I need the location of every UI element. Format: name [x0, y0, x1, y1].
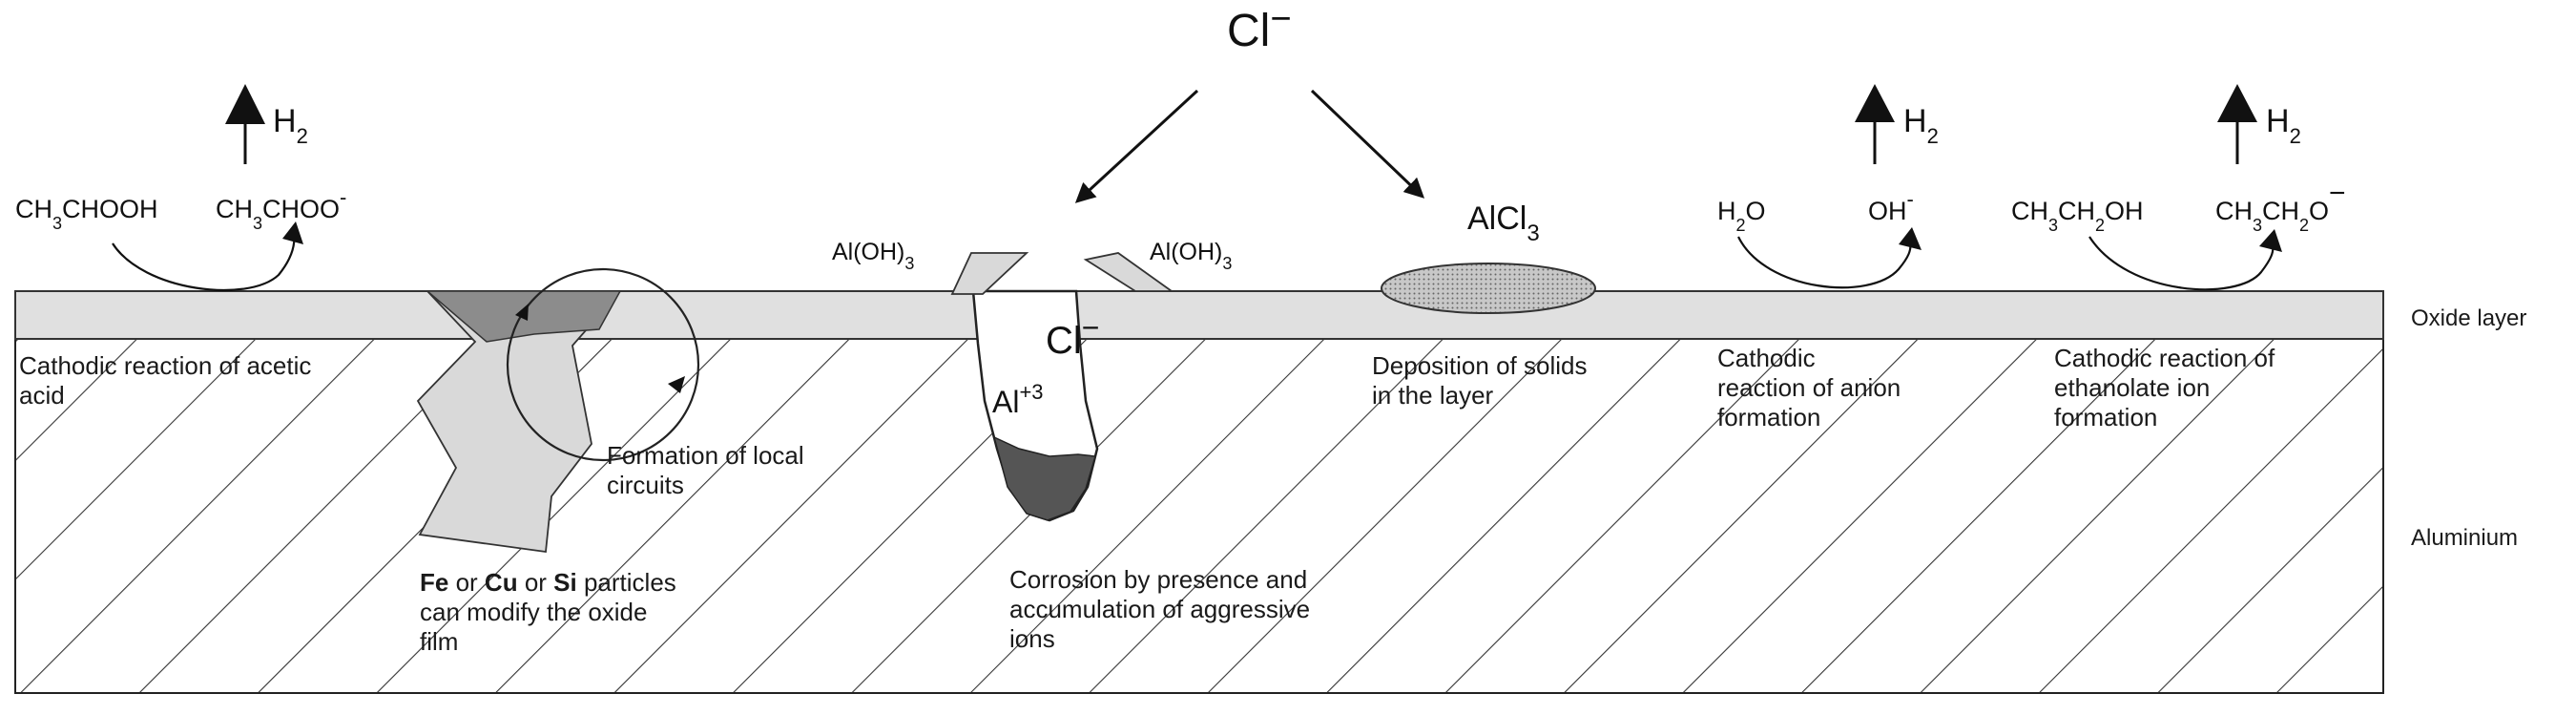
acetate-formula: CH3CHOO-: [216, 185, 346, 233]
alcl3-deposit: [1381, 263, 1596, 314]
pit-corrosion-product: [992, 435, 1096, 521]
local-circuit-circle: [506, 267, 700, 462]
annotation-anion: Cathodic reaction of anion formation: [1717, 344, 1901, 431]
element-cu: Cu: [484, 568, 518, 597]
reaction-arrow-ethanol-head: [2259, 229, 2282, 252]
aluminium-substrate: [14, 337, 2384, 694]
aloh3-left-flake: [950, 252, 1029, 295]
h2-arrow-2: [1855, 84, 1895, 164]
h2-label-3: H2: [2266, 103, 2301, 148]
aloh3-right-label: Al(OH)3: [1150, 239, 1232, 273]
cl-arrow-left: [1074, 89, 1199, 203]
element-fe: Fe: [420, 568, 449, 597]
ethanol-formula: CH3CH2OH: [2011, 197, 2144, 235]
reaction-arrow-water: [1737, 236, 1912, 289]
hydroxide-formula: OH-: [1868, 187, 1914, 225]
annotation-cathodic-acetic: Cathodic reaction of acetic acid: [19, 351, 312, 410]
annotation-local-circuits: Formation of local circuits: [607, 441, 804, 499]
annotation-ethanolate: Cathodic reaction of ethanolate ion form…: [2054, 344, 2275, 431]
h2-arrow-3: [2217, 84, 2257, 164]
local-circuit-arrow-right: [668, 376, 685, 393]
ethanolate-formula: CH3CH2O−: [2215, 178, 2346, 235]
h2-arrow-1: [225, 84, 265, 164]
aloh3-right-flake: [1083, 252, 1174, 292]
annotation-deposition: Deposition of solids in the layer: [1372, 351, 1588, 410]
reaction-arrow-water-head: [1899, 227, 1922, 250]
aloh3-left-label: Al(OH)3: [832, 239, 914, 273]
annotation-particles: Fe or Cu or Si particles can modify the …: [420, 568, 676, 656]
oxide-layer-label: Oxide layer: [2411, 305, 2527, 331]
pit-chloride-label: Cl−: [1046, 310, 1099, 362]
reaction-arrow-ethanol: [2088, 236, 2275, 291]
acetic-acid-formula: CH3CHOOH: [15, 195, 158, 233]
h2-label-2: H2: [1903, 103, 1939, 148]
reaction-arrow-acetic: [112, 232, 296, 291]
pit-aluminium-ion-label: Al+3: [992, 380, 1044, 419]
h2-label-1: H2: [273, 103, 308, 148]
annotation-corrosion: Corrosion by presence and accumulation o…: [1009, 565, 1311, 653]
alcl3-label: AlCl3: [1467, 200, 1540, 246]
local-circuit-arrow-top: [515, 304, 529, 321]
reaction-arrow-acetic-head: [282, 221, 303, 244]
water-formula: H2O: [1717, 197, 1766, 235]
aluminium-label: Aluminium: [2411, 525, 2519, 551]
element-si: Si: [553, 568, 577, 597]
cl-arrow-right: [1310, 89, 1425, 199]
chloride-ion-top: Cl−: [1227, 0, 1292, 56]
oxide-layer: [14, 290, 2384, 340]
